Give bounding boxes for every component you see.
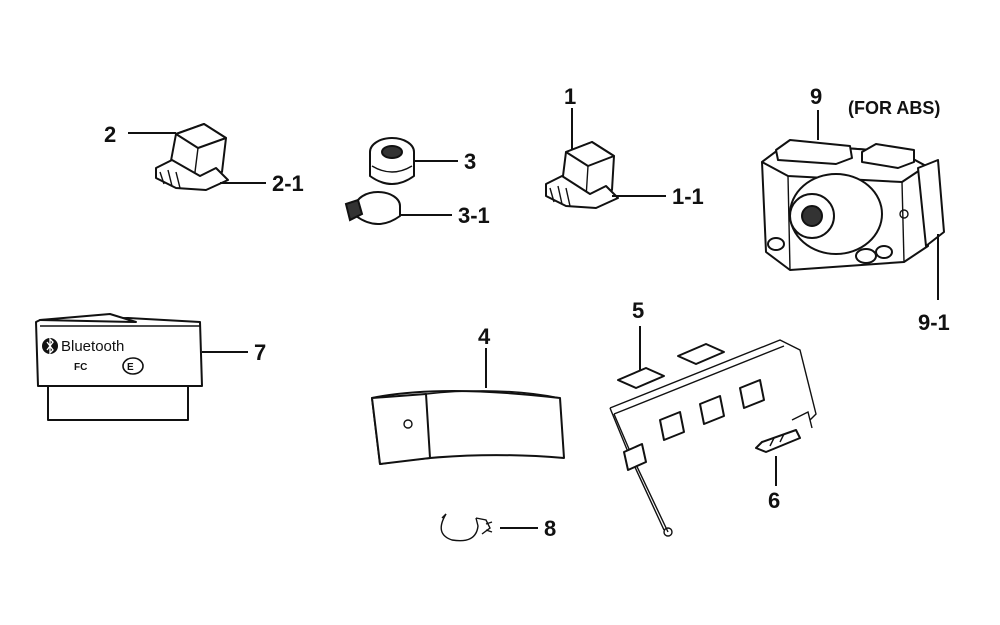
for-abs-note: (FOR ABS)	[848, 98, 940, 118]
bluetooth-label: Bluetooth	[61, 338, 124, 355]
callout-5: 5	[632, 298, 644, 323]
svg-text:E: E	[127, 362, 134, 373]
callout-7: 7	[254, 340, 266, 365]
part-7-bluetooth-module: Bluetooth FC E	[35, 313, 203, 421]
part-4-cover	[371, 390, 565, 465]
callout-8: 8	[544, 516, 556, 541]
bluetooth-icon	[42, 337, 58, 355]
part-3-grommet	[369, 137, 415, 185]
part-8-clip	[440, 513, 493, 542]
callout-6: 6	[768, 488, 780, 513]
callout-3-1: 3-1	[458, 203, 490, 228]
part-5-bracket	[609, 339, 817, 537]
callout-3: 3	[464, 149, 476, 174]
callout-1-1: 1-1	[672, 184, 704, 209]
e-mark-icon: E	[122, 357, 144, 375]
part-1-relay	[545, 141, 619, 209]
callout-2: 2	[104, 122, 116, 147]
callout-2-1: 2-1	[272, 171, 304, 196]
callout-9: 9	[810, 84, 822, 109]
part-2-relay	[155, 123, 229, 191]
callout-4: 4	[478, 324, 491, 349]
callout-1: 1	[564, 84, 576, 109]
part-6-bolt	[755, 429, 801, 453]
part-3-1-cap	[344, 191, 401, 225]
part-9-abs-unit	[761, 139, 945, 271]
callout-9-1: 9-1	[918, 310, 950, 335]
fcc-mark: FC	[74, 362, 87, 373]
